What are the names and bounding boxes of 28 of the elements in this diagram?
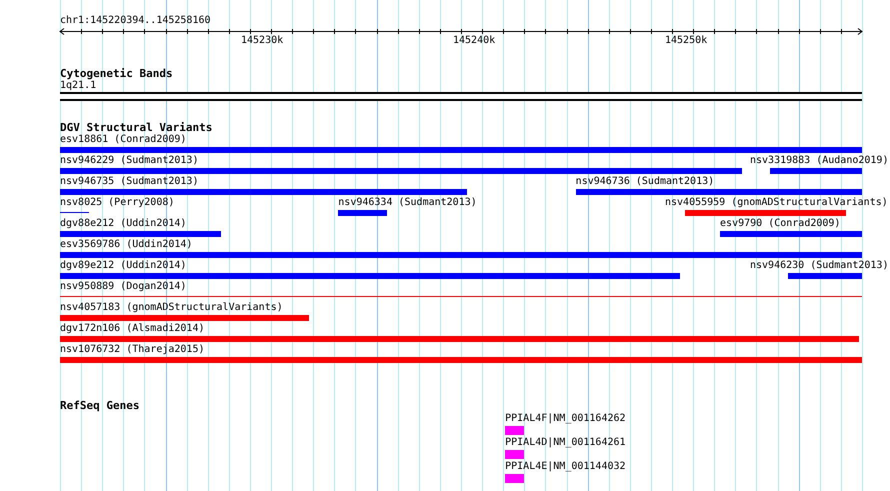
- variant-label: nsv950889 (Dogan2014): [60, 281, 186, 293]
- variant-label: dgv88e212 (Uddin2014): [60, 218, 186, 230]
- variant-label: nsv8025 (Perry2008): [60, 197, 174, 209]
- variant-label: esv9790 (Conrad2009): [720, 218, 840, 230]
- variant-label: dgv89e212 (Uddin2014): [60, 260, 186, 272]
- track-title: DGV Structural Variants: [60, 122, 212, 134]
- variant-label: esv18861 (Conrad2009): [60, 134, 186, 146]
- variant-label: dgv172n106 (Alsmadi2014): [60, 323, 204, 335]
- variant-label: nsv4055959 (gnomADStructuralVariants): [665, 197, 888, 209]
- gene-label: PPIAL4E|NM_001144032: [505, 461, 626, 473]
- variant-label: nsv3319883 (Audano2019): [750, 155, 888, 167]
- region-label: chr1:145220394..145258160: [60, 15, 211, 27]
- variant-label: nsv1076732 (Thareja2015): [60, 344, 204, 356]
- tick-label: 145240k: [453, 35, 496, 47]
- track-title: RefSeq Genes: [60, 400, 140, 412]
- variant-label: nsv946736 (Sudmant2013): [576, 176, 714, 188]
- gene-label: PPIAL4F|NM_001164262: [505, 413, 626, 425]
- tick-label: 145230k: [241, 35, 284, 47]
- variant-label: nsv946229 (Sudmant2013): [60, 155, 198, 167]
- variant-label: nsv946230 (Sudmant2013): [750, 260, 888, 272]
- variant-label: nsv4057183 (gnomADStructuralVariants): [60, 302, 283, 314]
- variant-label: nsv946334 (Sudmant2013): [338, 197, 477, 209]
- track-title: Cytogenetic Bands: [60, 68, 173, 80]
- tick-label: 145250k: [665, 35, 708, 47]
- band-label: 1q21.1: [60, 80, 96, 92]
- variant-label: esv3569786 (Uddin2014): [60, 239, 192, 251]
- gene-label: PPIAL4D|NM_001164261: [505, 437, 626, 449]
- variant-label: nsv946735 (Sudmant2013): [60, 176, 198, 188]
